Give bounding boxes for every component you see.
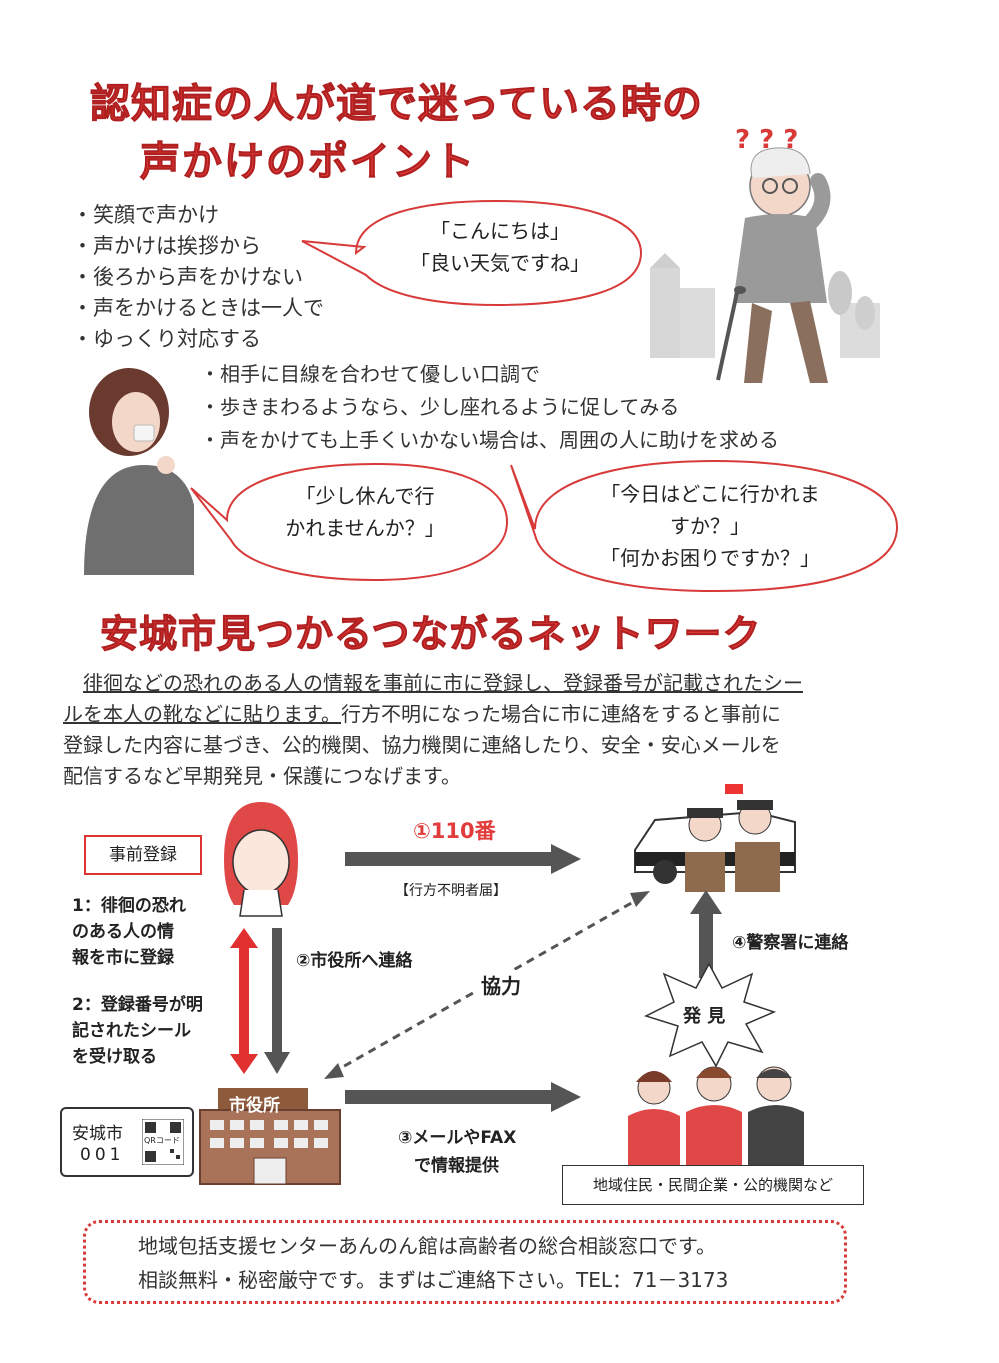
advice-item: ・声をかけても上手くいかない場合は、周囲の人に助けを求める — [200, 428, 779, 452]
arrow-to-helpers — [345, 1082, 581, 1112]
contact-line: 地域包括支援センターあんのん館は高齢者の総合相談窓口です。 — [138, 1234, 716, 1258]
family-member-illustration — [224, 802, 298, 917]
step-line: 2：登録番号が明 — [72, 995, 203, 1015]
mail-fax-line: で情報提供 — [414, 1156, 499, 1176]
step-line: 報を市に登録 — [72, 948, 174, 968]
pre-registration-label: 事前登録 — [84, 835, 202, 875]
arrow-to-police — [345, 844, 581, 874]
contact-cityhall-label: ②市役所へ連絡 — [296, 951, 413, 971]
para-underlined: ルを本人の靴などに貼ります。 — [63, 702, 341, 726]
found-starburst — [644, 962, 777, 1068]
bubble-line: 「少し休んで行 — [295, 484, 435, 508]
tip-item: ・後ろから声をかけない — [72, 265, 303, 289]
city-hall-illustration — [199, 1088, 341, 1185]
para-text: 登録した内容に基づき、公的機関、協力機関に連絡したり、安全・安心メールを — [63, 733, 781, 757]
step-line: のある人の情 — [72, 922, 174, 942]
bubble-line: 「今日はどこに行かれま — [600, 482, 820, 506]
arrow-to-police-up — [690, 890, 722, 978]
step-line: を受け取る — [72, 1047, 157, 1067]
bubble-line: 「何かお困りですか？」 — [600, 546, 820, 570]
speech-bubble-where — [510, 459, 899, 593]
step2-text: 2：登録番号が明 記されたシール を受け取る — [72, 992, 203, 1070]
sticker-city: 安城市 — [72, 1124, 123, 1144]
bubble-greeting-text: 「こんにちは」 「良い天気ですね」 — [390, 215, 610, 279]
step-line: 1：徘徊の恐れ — [72, 896, 186, 916]
elderly-man-illustration: ? ? ? — [650, 125, 880, 383]
network-description: 徘徊などの恐れのある人の情報を事前に市に登録し、登録番号が記載されたシー ルを本… — [63, 668, 899, 792]
step1-text: 1：徘徊の恐れ のある人の情 報を市に登録 — [72, 893, 186, 971]
registration-arrows — [230, 928, 290, 1074]
tip-item: ・声をかけるときは一人で — [72, 296, 324, 320]
bubble-line: すか？」 — [670, 514, 750, 538]
contact-police-label: ④警察署に連絡 — [732, 933, 849, 953]
sticker-number: 001 — [80, 1145, 125, 1165]
tip-item: ・声かけは挨拶から — [72, 234, 261, 258]
call-110-label: ①110番 — [413, 819, 496, 843]
contact-line: 相談無料・秘密厳守です。まずはご連絡下さい。TEL：71－3173 — [138, 1268, 729, 1292]
helpers-label: 地域住民・民間企業・公的機関など — [562, 1165, 864, 1205]
advice-item: ・歩きまわるようなら、少し座れるように促してみる — [200, 395, 680, 419]
helpers-illustration — [628, 1066, 804, 1166]
registration-sticker: 安城市 001 QRコード — [60, 1107, 194, 1177]
para-underlined: 徘徊などの恐れのある人の情報を事前に市に登録し、登録番号が記載されたシー — [83, 671, 803, 695]
qr-code-text: QRコード — [144, 1135, 180, 1146]
mail-fax-label: ③メールやFAX で情報提供 — [398, 1124, 516, 1180]
title-line-2: 声かけのポイント — [140, 139, 476, 186]
found-label: 発 見 — [683, 1006, 726, 1027]
contact-box: 地域包括支援センターあんのん館は高齢者の総合相談窓口です。 相談無料・秘密厳守で… — [83, 1220, 847, 1304]
network-title: 安城市見つかるつながるネットワーク — [99, 612, 762, 657]
police-illustration — [634, 784, 796, 892]
tip-item: ・ゆっくり対応する — [72, 327, 261, 351]
bubble-rest-text: 「少し休んで行 かれませんか？」 — [255, 480, 475, 544]
missing-report-label: 【行方不明者届】 — [395, 883, 507, 899]
tips-list: ・笑顔で声かけ ・声かけは挨拶から ・後ろから声をかけない ・声をかけるときは一… — [72, 200, 324, 355]
city-hall-label: 市役所 — [229, 1096, 280, 1116]
bubble-where-text: 「今日はどこに行かれま すか？」 「何かお困りですか？」 — [560, 478, 860, 574]
para-text: 行方不明になった場合に市に連絡をすると事前に — [341, 702, 781, 726]
speech-bubble-greeting — [301, 199, 643, 307]
helper-woman-illustration — [84, 368, 194, 575]
step-line: 記されたシール — [72, 1021, 191, 1041]
speech-bubble-rest — [190, 462, 509, 582]
advice-item: ・相手に目線を合わせて優しい口調で — [200, 362, 540, 386]
para-text: 配信するなど早期発見・保護につなげます。 — [63, 764, 461, 788]
title-line-1: 認知症の人が道で迷っている時の — [90, 81, 703, 128]
cooperation-arrow — [324, 891, 650, 1079]
bubble-line: 「こんにちは」 — [430, 219, 570, 243]
tip-item: ・笑顔で声かけ — [72, 203, 219, 227]
mail-fax-line: ③メールやFAX — [398, 1128, 517, 1148]
cooperation-label: 協力 — [477, 970, 525, 999]
bubble-line: 「良い天気ですね」 — [410, 251, 590, 275]
bubble-line: かれませんか？」 — [285, 516, 445, 540]
advice-list: ・相手に目線を合わせて優しい口調で ・歩きまわるようなら、少し座れるように促して… — [200, 358, 779, 457]
